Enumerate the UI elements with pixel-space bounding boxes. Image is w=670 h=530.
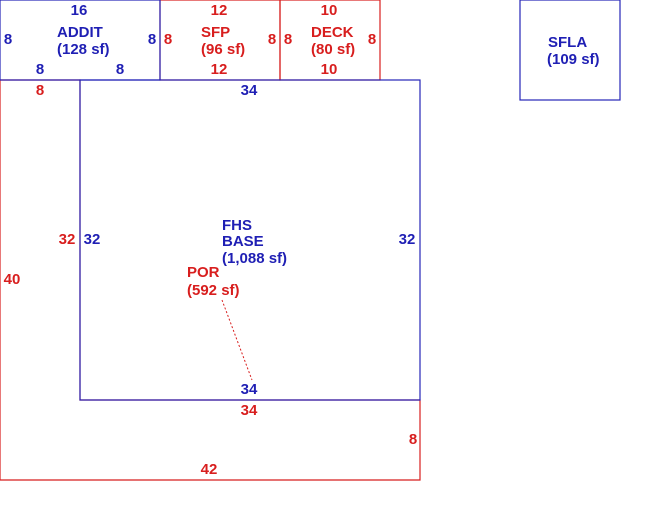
- fhs-base-area: (1,088 sf): [222, 250, 287, 267]
- por-left-outer-dimension: 40: [4, 271, 21, 288]
- sfp-right-dimension: 8: [268, 31, 276, 48]
- fhs-base-right-dimension: 32: [399, 231, 416, 248]
- addit-right-dimension: 8: [148, 31, 156, 48]
- fhs-base-bottom-dimension: 34: [241, 381, 258, 398]
- fhs-base-name-line1: FHS: [222, 217, 252, 234]
- por-right-dimension: 8: [409, 431, 417, 448]
- addit-area: (128 sf): [57, 41, 110, 58]
- por-top-left-dimension: 8: [36, 82, 44, 99]
- addit-bottom-right-dimension: 8: [116, 61, 124, 78]
- por-leader-line: [221, 299, 253, 381]
- sfp-left-dimension: 8: [164, 31, 172, 48]
- fhs-base-name-line2: BASE: [222, 233, 264, 250]
- sfp-name: SFP: [201, 24, 230, 41]
- por-name: POR: [187, 264, 220, 281]
- por-area: (592 sf): [187, 282, 240, 299]
- deck-name: DECK: [311, 24, 354, 41]
- fhs-base-outline: [79, 79, 421, 401]
- sfla-name: SFLA: [548, 34, 587, 51]
- fhs-base-top-dimension: 34: [241, 82, 258, 99]
- addit-left-dimension: 8: [4, 31, 12, 48]
- deck-bottom-dimension: 10: [321, 61, 338, 78]
- sfla-outline: [519, 0, 621, 101]
- sfp-top-dimension: 12: [211, 2, 228, 19]
- por-bottom-dimension: 42: [201, 461, 218, 478]
- deck-area: (80 sf): [311, 41, 355, 58]
- sfp-area: (96 sf): [201, 41, 245, 58]
- sfp-bottom-dimension: 12: [211, 61, 228, 78]
- deck-right-dimension: 8: [368, 31, 376, 48]
- deck-top-dimension: 10: [321, 2, 338, 19]
- fhs-base-left-dimension: 32: [84, 231, 101, 248]
- addit-bottom-left-dimension: 8: [36, 61, 44, 78]
- addit-name: ADDIT: [57, 24, 103, 41]
- sfla-area: (109 sf): [547, 51, 600, 68]
- por-left-inner-dimension: 32: [59, 231, 76, 248]
- addit-top-dimension: 16: [71, 2, 88, 19]
- por-bottom-inner-dimension: 34: [241, 402, 258, 419]
- deck-left-dimension: 8: [284, 31, 292, 48]
